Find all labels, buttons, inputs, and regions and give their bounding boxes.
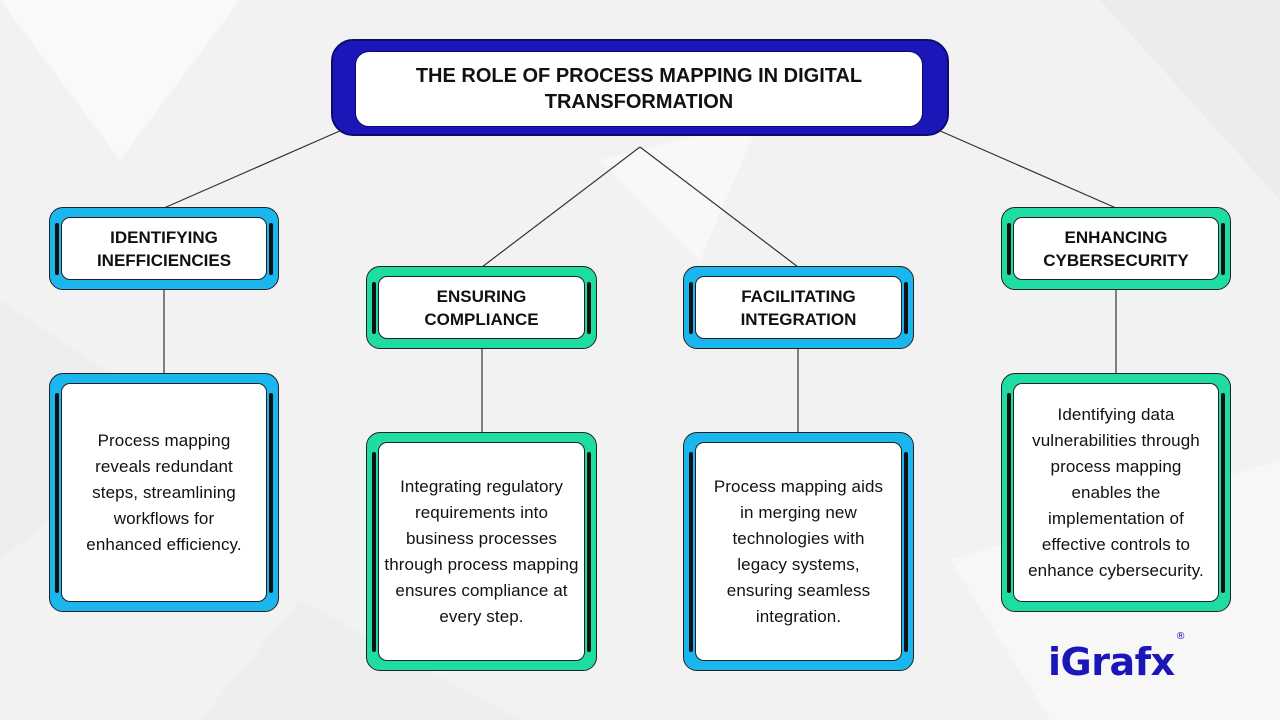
- node-description-identifying-inefficiencies: Process mapping reveals redundant steps,…: [49, 373, 279, 612]
- igrafx-logo: iGrafx®: [1048, 631, 1186, 686]
- node-heading-text: ENHANCING CYBERSECURITY: [1043, 227, 1189, 270]
- node-description-text: Process mapping aids in merging new tech…: [713, 476, 884, 626]
- node-description-facilitating-integration: Process mapping aids in merging new tech…: [683, 432, 914, 671]
- node-heading-ensuring-compliance: ENSURING COMPLIANCE: [366, 266, 597, 349]
- logo-text: iGrafx: [1048, 640, 1175, 684]
- node-heading-text: ENSURING COMPLIANCE: [424, 286, 539, 329]
- node-description-text: Integrating regulatory requirements into…: [384, 476, 579, 626]
- node-heading-enhancing-cybersecurity: ENHANCING CYBERSECURITY: [1001, 207, 1231, 290]
- node-description-ensuring-compliance: Integrating regulatory requirements into…: [366, 432, 597, 671]
- node-heading-identifying-inefficiencies: IDENTIFYING INEFFICIENCIES: [49, 207, 279, 290]
- node-description-enhancing-cybersecurity: Identifying data vulnerabilities through…: [1001, 373, 1231, 612]
- node-description-text: Process mapping reveals redundant steps,…: [86, 430, 242, 554]
- node-heading-facilitating-integration: FACILITATING INTEGRATION: [683, 266, 914, 349]
- diagram-title: THE ROLE OF PROCESS MAPPING IN DIGITAL T…: [355, 51, 923, 127]
- node-description-text: Identifying data vulnerabilities through…: [1028, 404, 1204, 580]
- registered-mark: ®: [1175, 631, 1186, 643]
- node-heading-text: IDENTIFYING INEFFICIENCIES: [96, 227, 232, 270]
- node-heading-text: FACILITATING INTEGRATION: [740, 286, 857, 329]
